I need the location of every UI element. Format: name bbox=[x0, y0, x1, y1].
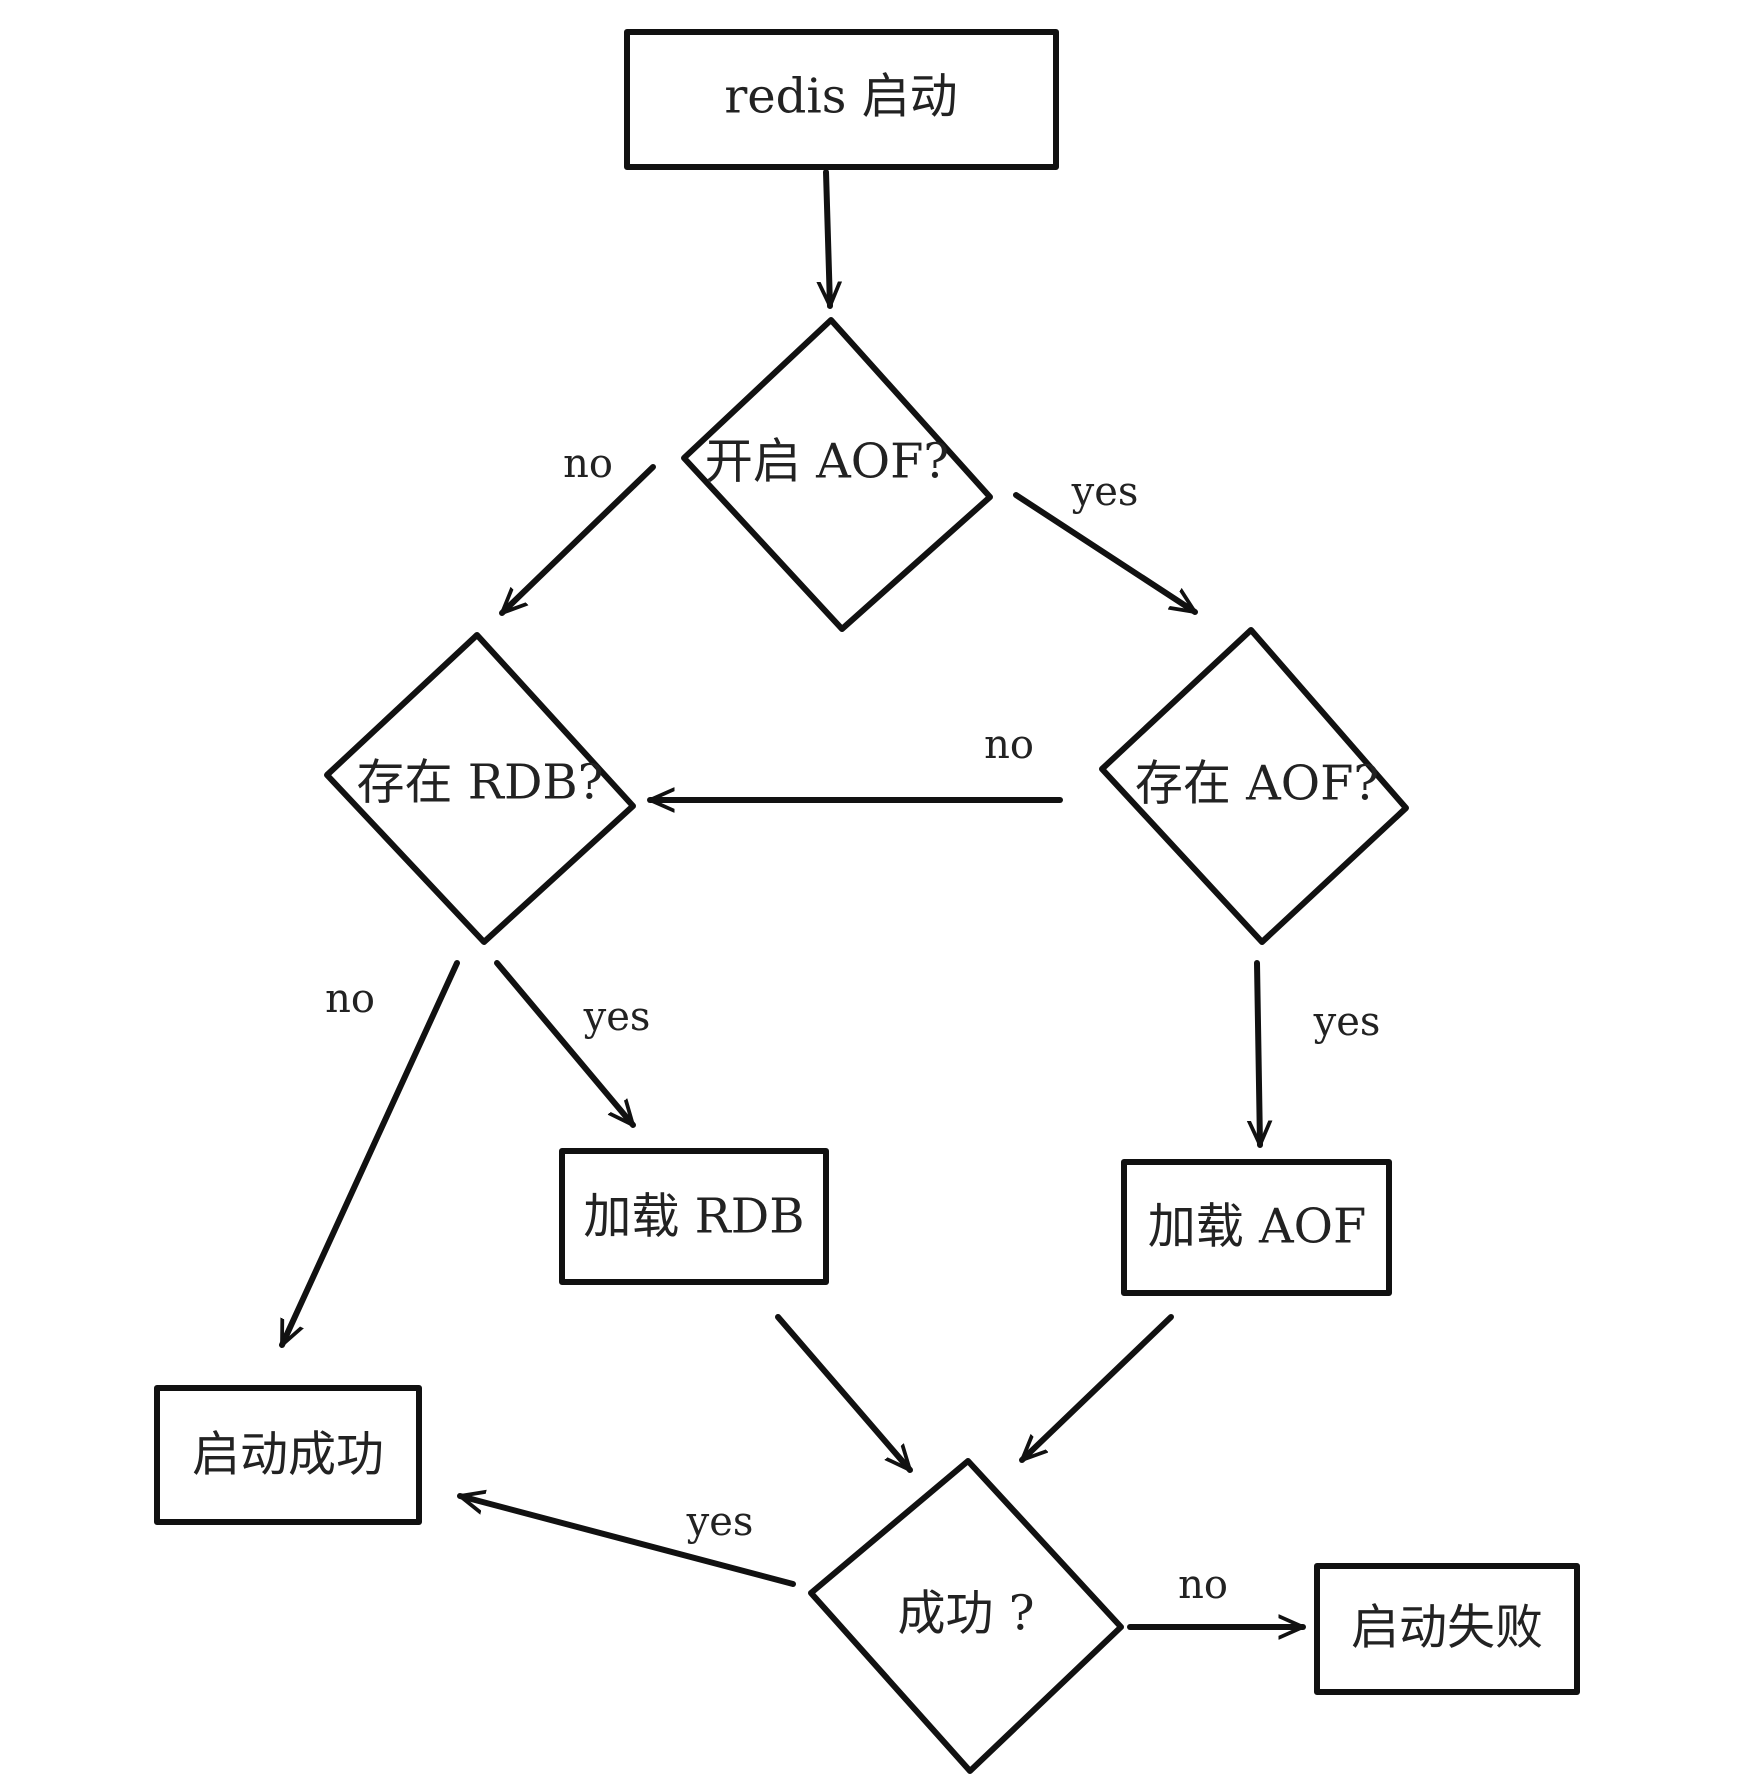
edge-load-rdb-to-success-check bbox=[775, 1314, 913, 1473]
edge-label-yes: yes bbox=[583, 994, 651, 1040]
edge-label-no: no bbox=[984, 722, 1034, 768]
edge-success-check-to-start-fail: no bbox=[1127, 1562, 1306, 1627]
edge-label-no: no bbox=[325, 976, 375, 1022]
node-load-rdb-label: 加载 RDB bbox=[583, 1189, 804, 1245]
edge-label-no: no bbox=[1178, 1562, 1228, 1608]
edge-label-yes: yes bbox=[1313, 999, 1381, 1045]
node-start-success: 启动成功 bbox=[154, 1385, 422, 1525]
node-redis-start: redis 启动 bbox=[624, 29, 1059, 170]
node-aof-exists-label: 存在 AOF? bbox=[1135, 756, 1379, 812]
node-start-fail-label: 启动失败 bbox=[1351, 1600, 1543, 1656]
node-load-rdb: 加载 RDB bbox=[559, 1148, 829, 1285]
node-aof-enabled-decision: 开启 AOF? bbox=[681, 317, 993, 632]
node-load-aof: 加载 AOF bbox=[1121, 1159, 1392, 1296]
edge-label-no: no bbox=[563, 441, 613, 487]
edge-aof-enabled-to-rdb-exists: no bbox=[499, 441, 656, 616]
edge-success-check-to-start-success: yes bbox=[457, 1496, 796, 1587]
node-aof-enabled-label: 开启 AOF? bbox=[705, 434, 949, 490]
edge-aof-exists-to-rdb-exists: no bbox=[647, 722, 1063, 800]
edge-label-yes: yes bbox=[1071, 469, 1139, 515]
edge-start-to-aof-enabled bbox=[826, 169, 830, 309]
edge-load-aof-to-success-check bbox=[1019, 1314, 1174, 1463]
node-load-aof-label: 加载 AOF bbox=[1148, 1199, 1367, 1255]
node-start-success-label: 启动成功 bbox=[192, 1427, 384, 1483]
node-success-decision: 成功 ? bbox=[808, 1458, 1124, 1774]
node-rdb-exists-label: 存在 RDB? bbox=[357, 755, 604, 811]
edge-aof-exists-to-load-aof: yes bbox=[1257, 960, 1381, 1148]
node-redis-start-label: redis 启动 bbox=[724, 69, 957, 125]
node-success-check-label: 成功 ? bbox=[898, 1586, 1035, 1642]
edge-rdb-exists-to-start-success: no bbox=[279, 960, 460, 1348]
edge-aof-enabled-to-aof-exists: yes bbox=[1013, 469, 1198, 615]
edge-label-yes: yes bbox=[686, 1499, 754, 1545]
node-rdb-exists-decision: 存在 RDB? bbox=[324, 632, 636, 945]
node-start-fail: 启动失败 bbox=[1314, 1563, 1580, 1695]
edge-rdb-exists-to-load-rdb: yes bbox=[494, 960, 651, 1128]
node-aof-exists-decision: 存在 AOF? bbox=[1099, 627, 1409, 945]
